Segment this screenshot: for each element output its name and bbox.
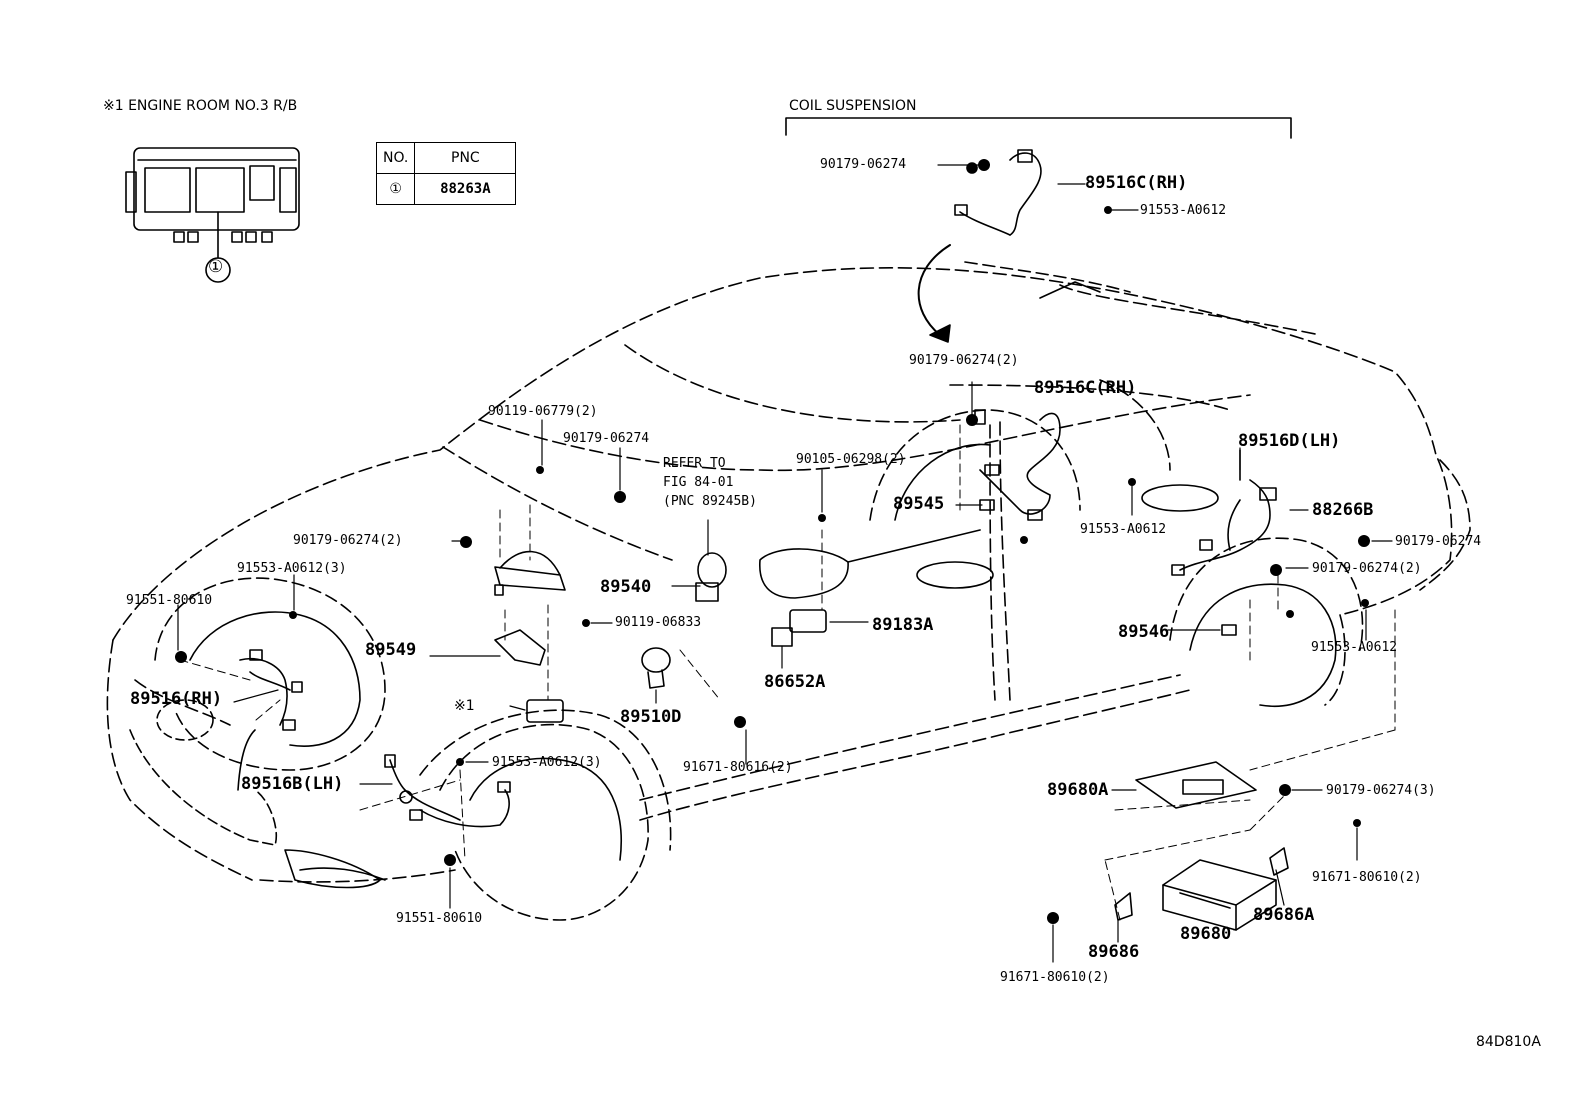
label-89516d-lh: 89516D(LH) xyxy=(1238,431,1341,451)
front-door-handle xyxy=(916,561,994,589)
label-90179-06274-x2-b: 90179-06274(2) xyxy=(1312,561,1422,576)
bracket-89686a xyxy=(1269,847,1289,876)
coil-suspension-heading: COIL SUSPENSION xyxy=(789,98,917,114)
label-89510d: 89510D xyxy=(620,707,682,727)
bracket-89549 xyxy=(494,629,546,666)
fasteners xyxy=(175,159,1370,924)
callout-arrow xyxy=(917,244,951,336)
figure-code: 84D810A xyxy=(1476,1034,1541,1050)
callout-number-1: ① xyxy=(208,257,224,277)
label-90179-06274-x2-c: 90179-06274(2) xyxy=(293,533,403,548)
label-90179-06274-x2: 90179-06274(2) xyxy=(909,353,1019,368)
col-no: NO. xyxy=(375,142,416,174)
label-91553-a0612: 91553-A0612 xyxy=(1140,203,1227,218)
relay-88263a xyxy=(526,699,564,723)
row-no: ① xyxy=(375,173,416,205)
leader-lines xyxy=(177,164,1393,963)
rear-height-sensor-harness xyxy=(974,409,1061,521)
label-91551-80610-b: 91551-80610 xyxy=(396,911,483,926)
label-89686: 89686 xyxy=(1088,942,1140,962)
label-90119-06779-x2: 90119-06779(2) xyxy=(488,404,598,419)
headlight xyxy=(129,729,278,846)
relay-block-icon xyxy=(125,147,300,283)
label-91671-80616-x2: 91671-80616(2) xyxy=(683,760,793,775)
front-wheel-right xyxy=(419,709,672,921)
label-90179-06274-b: 90179-06274 xyxy=(563,431,650,446)
col-pnc: PNC xyxy=(414,142,517,174)
pnc-table: NO. PNC ① 88263A xyxy=(375,142,517,205)
coil-suspension-bracket xyxy=(785,117,1292,139)
connector-86652a xyxy=(771,627,793,647)
row-pnc: 88263A xyxy=(414,173,517,205)
label-88266b: 88266B xyxy=(1312,500,1374,520)
label-91553-a0612-x3: 91553-A0612(3) xyxy=(237,561,347,576)
pnc-table-row: ① 88263A xyxy=(375,173,517,205)
speaker xyxy=(697,552,727,588)
label-90179-06274: 90179-06274 xyxy=(820,157,907,172)
label-89546: 89546 xyxy=(1118,622,1170,642)
rear-wheel-left xyxy=(869,409,1081,521)
rear-wheel-right xyxy=(1169,537,1364,707)
label-89516c-rh-2: 89516C(RH) xyxy=(1034,378,1137,398)
label-91553-a0612-x3-b: 91553-A0612(3) xyxy=(492,755,602,770)
label-89516c-rh: 89516C(RH) xyxy=(1085,173,1188,193)
label-91551-80610: 91551-80610 xyxy=(126,593,213,608)
buzzer-89510d xyxy=(641,647,671,689)
label-89686a: 89686A xyxy=(1253,905,1315,925)
label-86652a: 86652A xyxy=(764,672,826,692)
car-body-outline xyxy=(106,267,1471,883)
assembly-lines xyxy=(179,424,1396,921)
side-mirror xyxy=(759,548,849,599)
front-wheel-left xyxy=(154,577,386,771)
sensor-89183a xyxy=(789,609,827,633)
label-91671-80610-x2-b: 91671-80610(2) xyxy=(1000,970,1110,985)
label-91553-a0612-c: 91553-A0612 xyxy=(1311,640,1398,655)
label-89183a: 89183A xyxy=(872,615,934,635)
label-90179-06274-x3: 90179-06274(3) xyxy=(1326,783,1436,798)
fog-lamp xyxy=(284,849,381,889)
label-89680: 89680 xyxy=(1180,924,1232,944)
label-89680a: 89680A xyxy=(1047,780,1109,800)
label-89545: 89545 xyxy=(893,494,945,514)
label-89549: 89549 xyxy=(365,640,417,660)
label-89540: 89540 xyxy=(600,577,652,597)
label-91671-80610-x2: 91671-80610(2) xyxy=(1312,870,1422,885)
label-89516b-lh: 89516B(LH) xyxy=(241,774,344,794)
label-90105-06298-x2: 90105-06298(2) xyxy=(796,452,906,467)
rear-door-handle xyxy=(1141,484,1219,512)
cover-89680a xyxy=(1135,761,1257,809)
label-90119-06833: 90119-06833 xyxy=(615,615,702,630)
engine-room-note: ※1 ENGINE ROOM NO.3 R/B xyxy=(103,98,298,114)
label-ref-mark: ※1 xyxy=(454,698,475,714)
front-left-height-sensor xyxy=(384,754,511,828)
module-89540 xyxy=(494,550,566,596)
label-fig-84-01: FIG 84-01 xyxy=(663,475,734,490)
height-sensor-coil-top xyxy=(954,149,1042,236)
label-89516-rh: 89516(RH) xyxy=(130,689,223,709)
pnc-table-header: NO. PNC xyxy=(375,142,517,174)
label-pnc-89245b: (PNC 89245B) xyxy=(663,494,757,509)
ecu-89680 xyxy=(1162,859,1277,931)
label-90179-06274-c: 90179-06274 xyxy=(1395,534,1482,549)
label-refer-to: REFER TO xyxy=(663,456,726,471)
rear-left-height-sensor xyxy=(1171,449,1277,636)
front-right-height-sensor xyxy=(237,649,303,791)
bracket-89686 xyxy=(1114,892,1133,921)
label-91553-a0612-b: 91553-A0612 xyxy=(1080,522,1167,537)
